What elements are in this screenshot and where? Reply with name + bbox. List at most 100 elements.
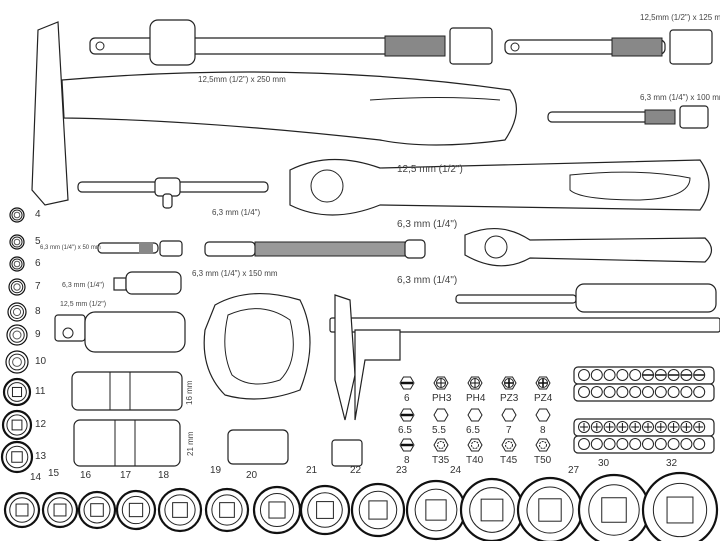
socket-4	[9, 207, 25, 223]
hammer	[31, 21, 517, 206]
strip-bit	[680, 438, 693, 450]
bit-label-T35: T35	[432, 455, 450, 466]
strip-bit	[603, 386, 616, 398]
socket-label-20: 20	[246, 470, 258, 481]
strip-bit-cross	[580, 423, 588, 431]
strip-bit	[654, 386, 667, 398]
socket-label-10: 10	[35, 356, 47, 367]
strip-bit-cross	[592, 423, 601, 431]
socket-8	[7, 302, 27, 322]
socket-27	[516, 476, 584, 541]
socket-13	[0, 440, 34, 474]
strip-bit	[667, 438, 680, 450]
strip-bit	[693, 438, 706, 450]
socket-label-6: 6	[35, 258, 41, 269]
socket-20	[252, 485, 302, 535]
strip-bit-cross	[682, 423, 691, 431]
bit-label-5.5: 5.5	[432, 425, 446, 436]
label-ext-quarter-100: 6,3 mm (1/4") x 100 mm	[640, 93, 720, 102]
socket-9	[6, 324, 28, 346]
socket-30	[577, 473, 651, 541]
socket-label-32: 32	[666, 458, 678, 469]
ratchet-half	[289, 158, 710, 216]
strip-bit-cross	[644, 423, 652, 431]
label-bar-half-250: 12,5mm (1/2") x 250 mm	[198, 75, 286, 84]
strip-bit	[667, 386, 680, 398]
strip-bit	[629, 438, 642, 450]
strip-bit	[590, 369, 603, 381]
socket-32	[641, 471, 719, 541]
socket-label-5: 5	[35, 236, 41, 247]
strip-bit	[654, 438, 667, 450]
socket-label-4: 4	[35, 209, 41, 220]
socket-label-22: 22	[350, 465, 362, 476]
spark-plug-socket-21	[73, 419, 181, 467]
socket-5	[9, 234, 25, 250]
strip-bit-cross	[605, 423, 614, 431]
strip-bit	[642, 386, 654, 398]
bit-torx-T45	[501, 438, 517, 452]
strip-bit	[616, 369, 629, 381]
bit-slot-8	[399, 438, 415, 452]
socket-10	[5, 350, 29, 374]
bit-slot-6.5	[399, 408, 415, 422]
socket-label-7: 7	[35, 281, 41, 292]
caliper	[329, 294, 720, 421]
tape-measure	[203, 293, 311, 400]
strip-bit	[603, 369, 616, 381]
socket-label-12: 12	[35, 419, 47, 430]
extension-half-125	[504, 29, 713, 65]
strip-bit	[693, 386, 706, 398]
socket-6	[9, 256, 25, 272]
strip-bit	[590, 386, 603, 398]
bit-hex-7	[501, 408, 517, 422]
strip-bit-cross	[669, 423, 678, 431]
bit-pozi-PZ3	[501, 376, 517, 390]
label-spark-16: 16 mm	[185, 380, 194, 405]
socket-16	[77, 490, 117, 530]
socket-23	[405, 479, 467, 541]
spark-plug-socket-16	[71, 371, 183, 411]
socket-label-30: 30	[598, 458, 610, 469]
bit-label-PH4: PH4	[466, 393, 486, 404]
socket-17	[115, 489, 157, 531]
bit-pozi-PZ4	[535, 376, 551, 390]
socket-label-13: 13	[35, 451, 47, 462]
extension-quarter-50	[97, 240, 183, 257]
bit-label-T45: T45	[500, 455, 518, 466]
label-spark-21: 21 mm	[186, 431, 195, 456]
label-tbar: 6,3 mm (1/4")	[212, 208, 261, 217]
socket-label-19: 19	[210, 465, 222, 476]
strip-bit	[616, 438, 629, 450]
universal-joint-half	[54, 311, 186, 353]
bit-torx-T40	[467, 438, 483, 452]
socket-label-21: 21	[306, 465, 318, 476]
extension-quarter-100	[547, 105, 709, 129]
bit-slot-6	[399, 376, 415, 390]
bit-phillips-PH3	[433, 376, 449, 390]
bit-label-PZ3: PZ3	[500, 393, 519, 404]
breaker-bar	[89, 19, 493, 66]
label-flex-150: 6,3 mm (1/4") x 150 mm	[192, 269, 278, 278]
adapter-small	[331, 439, 363, 467]
strip-bit	[616, 386, 629, 398]
label-ujoint-half: 12,5 mm (1/2")	[60, 301, 107, 308]
socket-11	[2, 377, 32, 407]
bit-label-T50: T50	[534, 455, 552, 466]
strip-bit	[578, 386, 590, 398]
strip-bit	[680, 386, 693, 398]
socket-label-18: 18	[158, 470, 170, 481]
strip-bit	[629, 369, 642, 381]
socket-label-17: 17	[120, 470, 132, 481]
strip-bit	[578, 438, 590, 450]
socket-label-9: 9	[35, 329, 41, 340]
label-ratchet-quarter: 6,3 mm (1/4")	[397, 219, 458, 230]
socket-18	[157, 487, 203, 533]
strip-bit-cross	[695, 423, 704, 431]
socket-19	[204, 487, 250, 533]
bit-label-8: 8	[540, 425, 546, 436]
strip-bit	[642, 438, 654, 450]
socket-label-15: 15	[48, 468, 60, 479]
